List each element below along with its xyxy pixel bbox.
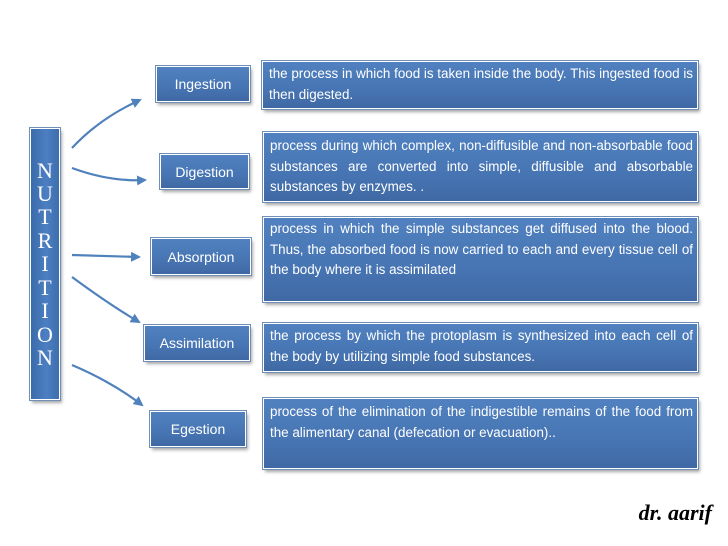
nutrition-vertical-box: N U T R I T I O N [29, 127, 61, 401]
nutrition-letter: U [37, 181, 53, 207]
nutrition-letter: I [41, 251, 49, 277]
nutrition-letter: T [38, 204, 52, 230]
stage-label: Absorption [167, 248, 235, 265]
description-text: process during which complex, non-diffus… [270, 138, 693, 195]
description-text: process in which the simple substances g… [270, 221, 693, 278]
nutrition-letter: N [37, 344, 53, 370]
description-assimilation-box: the process by which the protoplasm is s… [262, 322, 699, 373]
arrow-to-ingestion [71, 98, 142, 149]
stage-ingestion-box: Ingestion [155, 65, 251, 103]
arrow-to-egestion [71, 363, 144, 407]
description-absorption-box: process in which the simple substances g… [262, 216, 699, 303]
nutrition-letter: N [37, 157, 53, 183]
description-text: process of the elimination of the indige… [270, 404, 693, 440]
nutrition-letter: R [37, 227, 53, 253]
stage-label: Assimilation [159, 335, 235, 351]
nutrition-letter: O [37, 321, 53, 347]
stage-label: Egestion [170, 421, 226, 437]
author-signature: dr. aarif [638, 500, 712, 525]
stage-digestion-box: Digestion [159, 153, 250, 190]
stage-egestion-box: Egestion [149, 410, 247, 448]
description-text: the process in which food is taken insid… [269, 66, 693, 102]
description-digestion-box: process during which complex, non-diffus… [262, 131, 699, 203]
nutrition-letter: I [41, 298, 49, 324]
arrow-to-absorption [71, 251, 141, 262]
nutrition-letter: T [38, 274, 52, 300]
arrow-to-assimilation [71, 276, 141, 324]
stage-assimilation-box: Assimilation [143, 324, 251, 362]
stage-label: Ingestion [174, 76, 232, 92]
stage-absorption-box: Absorption [150, 237, 252, 276]
description-ingestion-box: the process in which food is taken insid… [261, 60, 699, 110]
description-text: the process by which the protoplasm is s… [270, 328, 693, 364]
stage-label: Digestion [175, 163, 234, 180]
arrow-to-digestion [71, 166, 147, 186]
description-egestion-box: process of the elimination of the indige… [262, 397, 699, 470]
